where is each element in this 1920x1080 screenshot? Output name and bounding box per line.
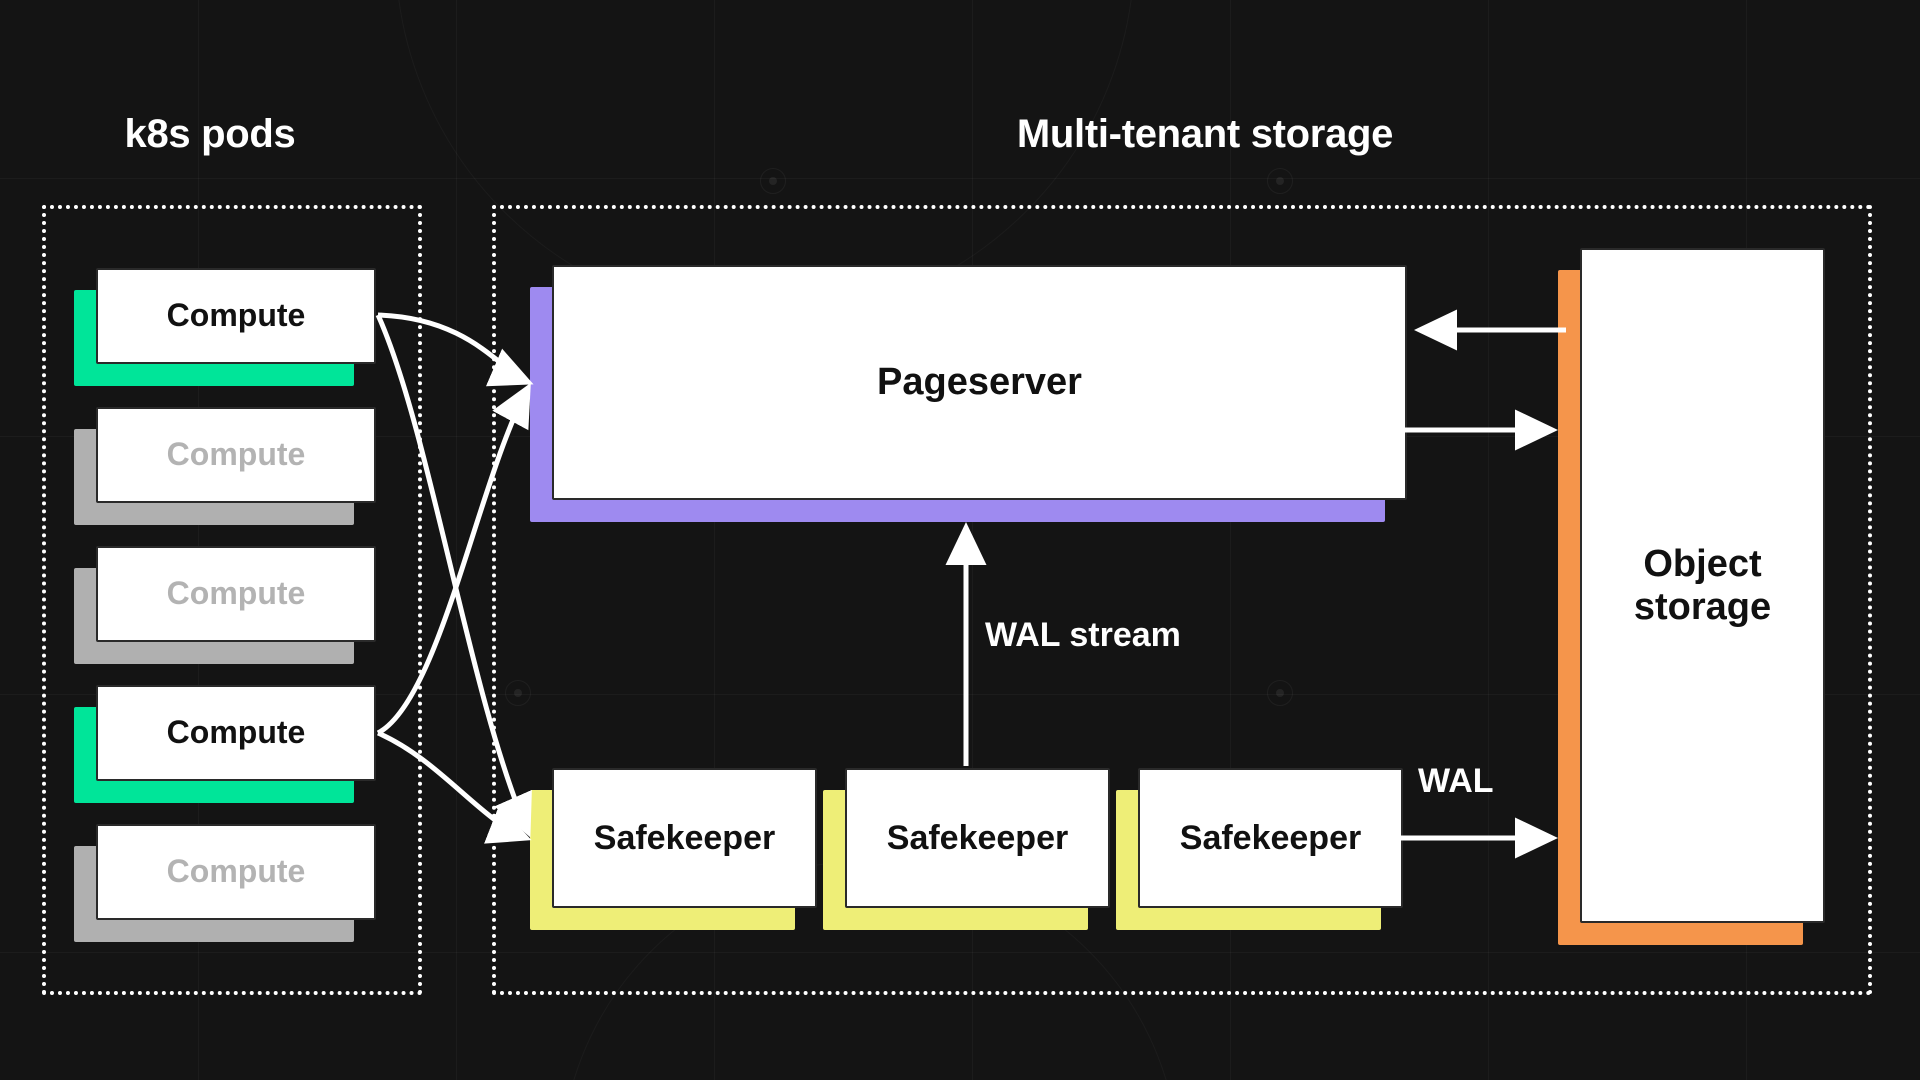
- object-storage-label-line2: storage: [1633, 585, 1772, 628]
- node-compute-5[interactable]: Compute: [74, 824, 376, 942]
- compute-5-card: Compute: [96, 824, 376, 920]
- pageserver-label: Pageserver: [877, 361, 1082, 404]
- safekeeper-3-label: Safekeeper: [1179, 818, 1362, 857]
- compute-1-card: Compute: [96, 268, 376, 364]
- grid-node-icon: [1267, 168, 1293, 194]
- compute-4-card: Compute: [96, 685, 376, 781]
- node-compute-2[interactable]: Compute: [74, 407, 376, 525]
- compute-2-label: Compute: [166, 436, 306, 473]
- safekeeper-3-card: Safekeeper: [1138, 768, 1403, 908]
- node-compute-4[interactable]: Compute: [74, 685, 376, 803]
- node-safekeeper-3[interactable]: Safekeeper: [1116, 768, 1403, 930]
- node-safekeeper-1[interactable]: Safekeeper: [530, 768, 817, 930]
- compute-2-card: Compute: [96, 407, 376, 503]
- group-title-multi-tenant-storage: Multi-tenant storage: [1016, 112, 1394, 156]
- compute-3-card: Compute: [96, 546, 376, 642]
- pageserver-card: Pageserver: [552, 265, 1407, 500]
- compute-1-label: Compute: [166, 297, 306, 334]
- compute-5-label: Compute: [166, 853, 306, 890]
- edge-label-wal: WAL: [1418, 762, 1494, 800]
- grid-node-icon: [1267, 680, 1293, 706]
- node-compute-3[interactable]: Compute: [74, 546, 376, 664]
- node-pageserver[interactable]: Pageserver: [530, 265, 1407, 522]
- safekeeper-1-label: Safekeeper: [593, 818, 776, 857]
- safekeeper-2-label: Safekeeper: [886, 818, 1069, 857]
- node-compute-1[interactable]: Compute: [74, 268, 376, 386]
- compute-3-label: Compute: [166, 575, 306, 612]
- node-safekeeper-2[interactable]: Safekeeper: [823, 768, 1110, 930]
- object-storage-label-line1: Object: [1643, 542, 1762, 585]
- safekeeper-2-card: Safekeeper: [845, 768, 1110, 908]
- grid-node-icon: [760, 168, 786, 194]
- safekeeper-1-card: Safekeeper: [552, 768, 817, 908]
- compute-4-label: Compute: [166, 714, 306, 751]
- group-title-k8s-pods: k8s pods: [124, 112, 296, 156]
- edge-label-wal-stream: WAL stream: [985, 616, 1181, 654]
